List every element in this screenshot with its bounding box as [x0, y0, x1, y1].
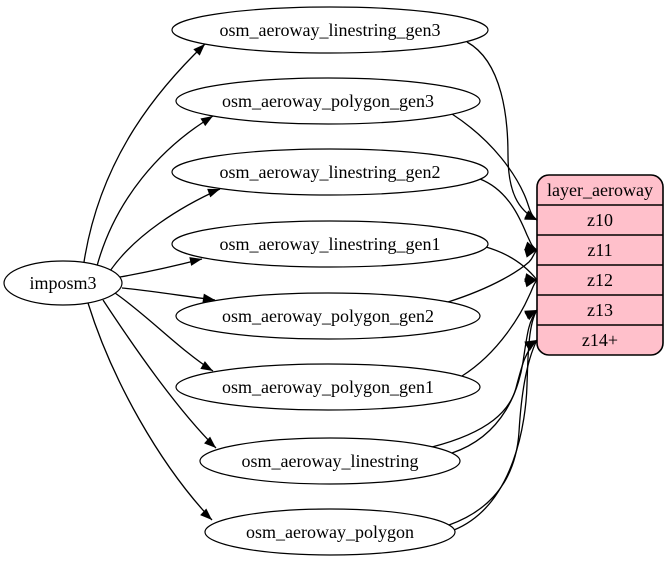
record-row-z13: z13 — [587, 300, 613, 320]
arrowhead-icon — [524, 248, 537, 258]
node-label-osm_aeroway_polygon_gen2: osm_aeroway_polygon_gen2 — [222, 306, 434, 326]
node-label-osm_aeroway_linestring_gen2: osm_aeroway_linestring_gen2 — [220, 162, 441, 182]
node-shape-imposm3 — [3, 260, 123, 306]
node-label-osm_aeroway_polygon_gen3: osm_aeroway_polygon_gen3 — [222, 91, 434, 111]
node-label-osm_aeroway_polygon_gen1: osm_aeroway_polygon_gen1 — [222, 377, 434, 397]
arrowhead-icon — [200, 116, 213, 127]
node-osm_aeroway_polygon_gen1: osm_aeroway_polygon_gen1 — [175, 363, 481, 411]
arrowhead-icon — [207, 188, 220, 198]
node-shape-osm_aeroway_linestring_gen3 — [171, 6, 489, 54]
edge-osm_aeroway_linestring_gen2-to-layer_aeroway:z11 — [479, 178, 538, 251]
node-label-osm_aeroway_linestring_gen3: osm_aeroway_linestring_gen3 — [220, 20, 441, 40]
arrowhead-icon — [524, 210, 537, 220]
node-shape-osm_aeroway_polygon_gen2 — [175, 292, 481, 340]
edge-imposm3-to-osm_aeroway_linestring_gen3 — [83, 43, 206, 263]
node-shape-osm_aeroway_linestring — [199, 437, 461, 485]
record-row-z14+: z14+ — [582, 330, 618, 350]
arrowhead-icon — [524, 278, 537, 288]
record-node-layer_aeroway: layer_aeroway z10 z11 z12 z13 z14+ — [536, 174, 664, 356]
node-osm_aeroway_linestring_gen3: osm_aeroway_linestring_gen3 — [171, 6, 489, 54]
node-osm_aeroway_polygon_gen2: osm_aeroway_polygon_gen2 — [175, 292, 481, 340]
node-shape-osm_aeroway_linestring_gen1 — [171, 220, 489, 268]
edge-imposm3-to-osm_aeroway_polygon_gen2 — [121, 287, 216, 303]
arrowhead-icon — [202, 293, 215, 303]
node-label-imposm3: imposm3 — [29, 273, 96, 293]
node-shape-osm_aeroway_polygon_gen3 — [175, 77, 481, 125]
arrowhead-icon — [524, 241, 537, 251]
node-label-osm_aeroway_polygon: osm_aeroway_polygon — [246, 522, 414, 542]
edge-imposm3-to-osm_aeroway_linestring_gen1 — [119, 257, 203, 278]
edge-imposm3-to-osm_aeroway_linestring_gen2 — [109, 188, 221, 272]
arrowhead-icon — [200, 361, 213, 371]
arrowhead-icon — [204, 436, 216, 448]
edge-imposm3-to-osm_aeroway_polygon — [87, 302, 213, 521]
edge-osm_aeroway_polygon_gen1-to-layer_aeroway:z12 — [461, 278, 538, 377]
node-shape-osm_aeroway_linestring_gen2 — [171, 148, 489, 196]
edge-imposm3-to-osm_aeroway_polygon_gen1 — [114, 292, 214, 372]
node-label-osm_aeroway_linestring_gen1: osm_aeroway_linestring_gen1 — [220, 234, 441, 254]
node-imposm3: imposm3 — [3, 260, 123, 306]
edge-imposm3-to-osm_aeroway_linestring — [102, 299, 217, 449]
node-osm_aeroway_linestring: osm_aeroway_linestring — [199, 437, 461, 485]
record-row-z10: z10 — [587, 210, 613, 230]
edge-osm_aeroway_polygon-to-layer_aeroway:z13 — [453, 309, 538, 531]
edge-osm_aeroway_polygon_gen2-to-layer_aeroway:z11 — [447, 248, 538, 303]
node-osm_aeroway_polygon: osm_aeroway_polygon — [204, 508, 456, 556]
node-osm_aeroway_linestring_gen2: osm_aeroway_linestring_gen2 — [171, 148, 489, 196]
arrowhead-icon — [200, 508, 212, 520]
node-osm_aeroway_polygon_gen3: osm_aeroway_polygon_gen3 — [175, 77, 481, 125]
arrowhead-icon — [189, 257, 202, 266]
arrowhead-icon — [193, 44, 205, 56]
record-row-z12: z12 — [587, 270, 613, 290]
arrowhead-icon — [524, 310, 537, 321]
arrowhead-icon — [524, 340, 537, 351]
edge-osm_aeroway_polygon_gen3-to-layer_aeroway:z10 — [451, 113, 538, 221]
record-title: layer_aeroway — [547, 180, 653, 200]
edge-osm_aeroway_polygon-to-layer_aeroway:z14+ — [448, 339, 538, 526]
node-shape-osm_aeroway_polygon — [204, 508, 456, 556]
node-label-osm_aeroway_linestring: osm_aeroway_linestring — [242, 451, 419, 471]
node-shape-osm_aeroway_polygon_gen1 — [175, 363, 481, 411]
node-osm_aeroway_linestring_gen1: osm_aeroway_linestring_gen1 — [171, 220, 489, 268]
edge-imposm3-to-osm_aeroway_polygon_gen3 — [96, 115, 214, 267]
record-row-z11: z11 — [587, 240, 612, 260]
